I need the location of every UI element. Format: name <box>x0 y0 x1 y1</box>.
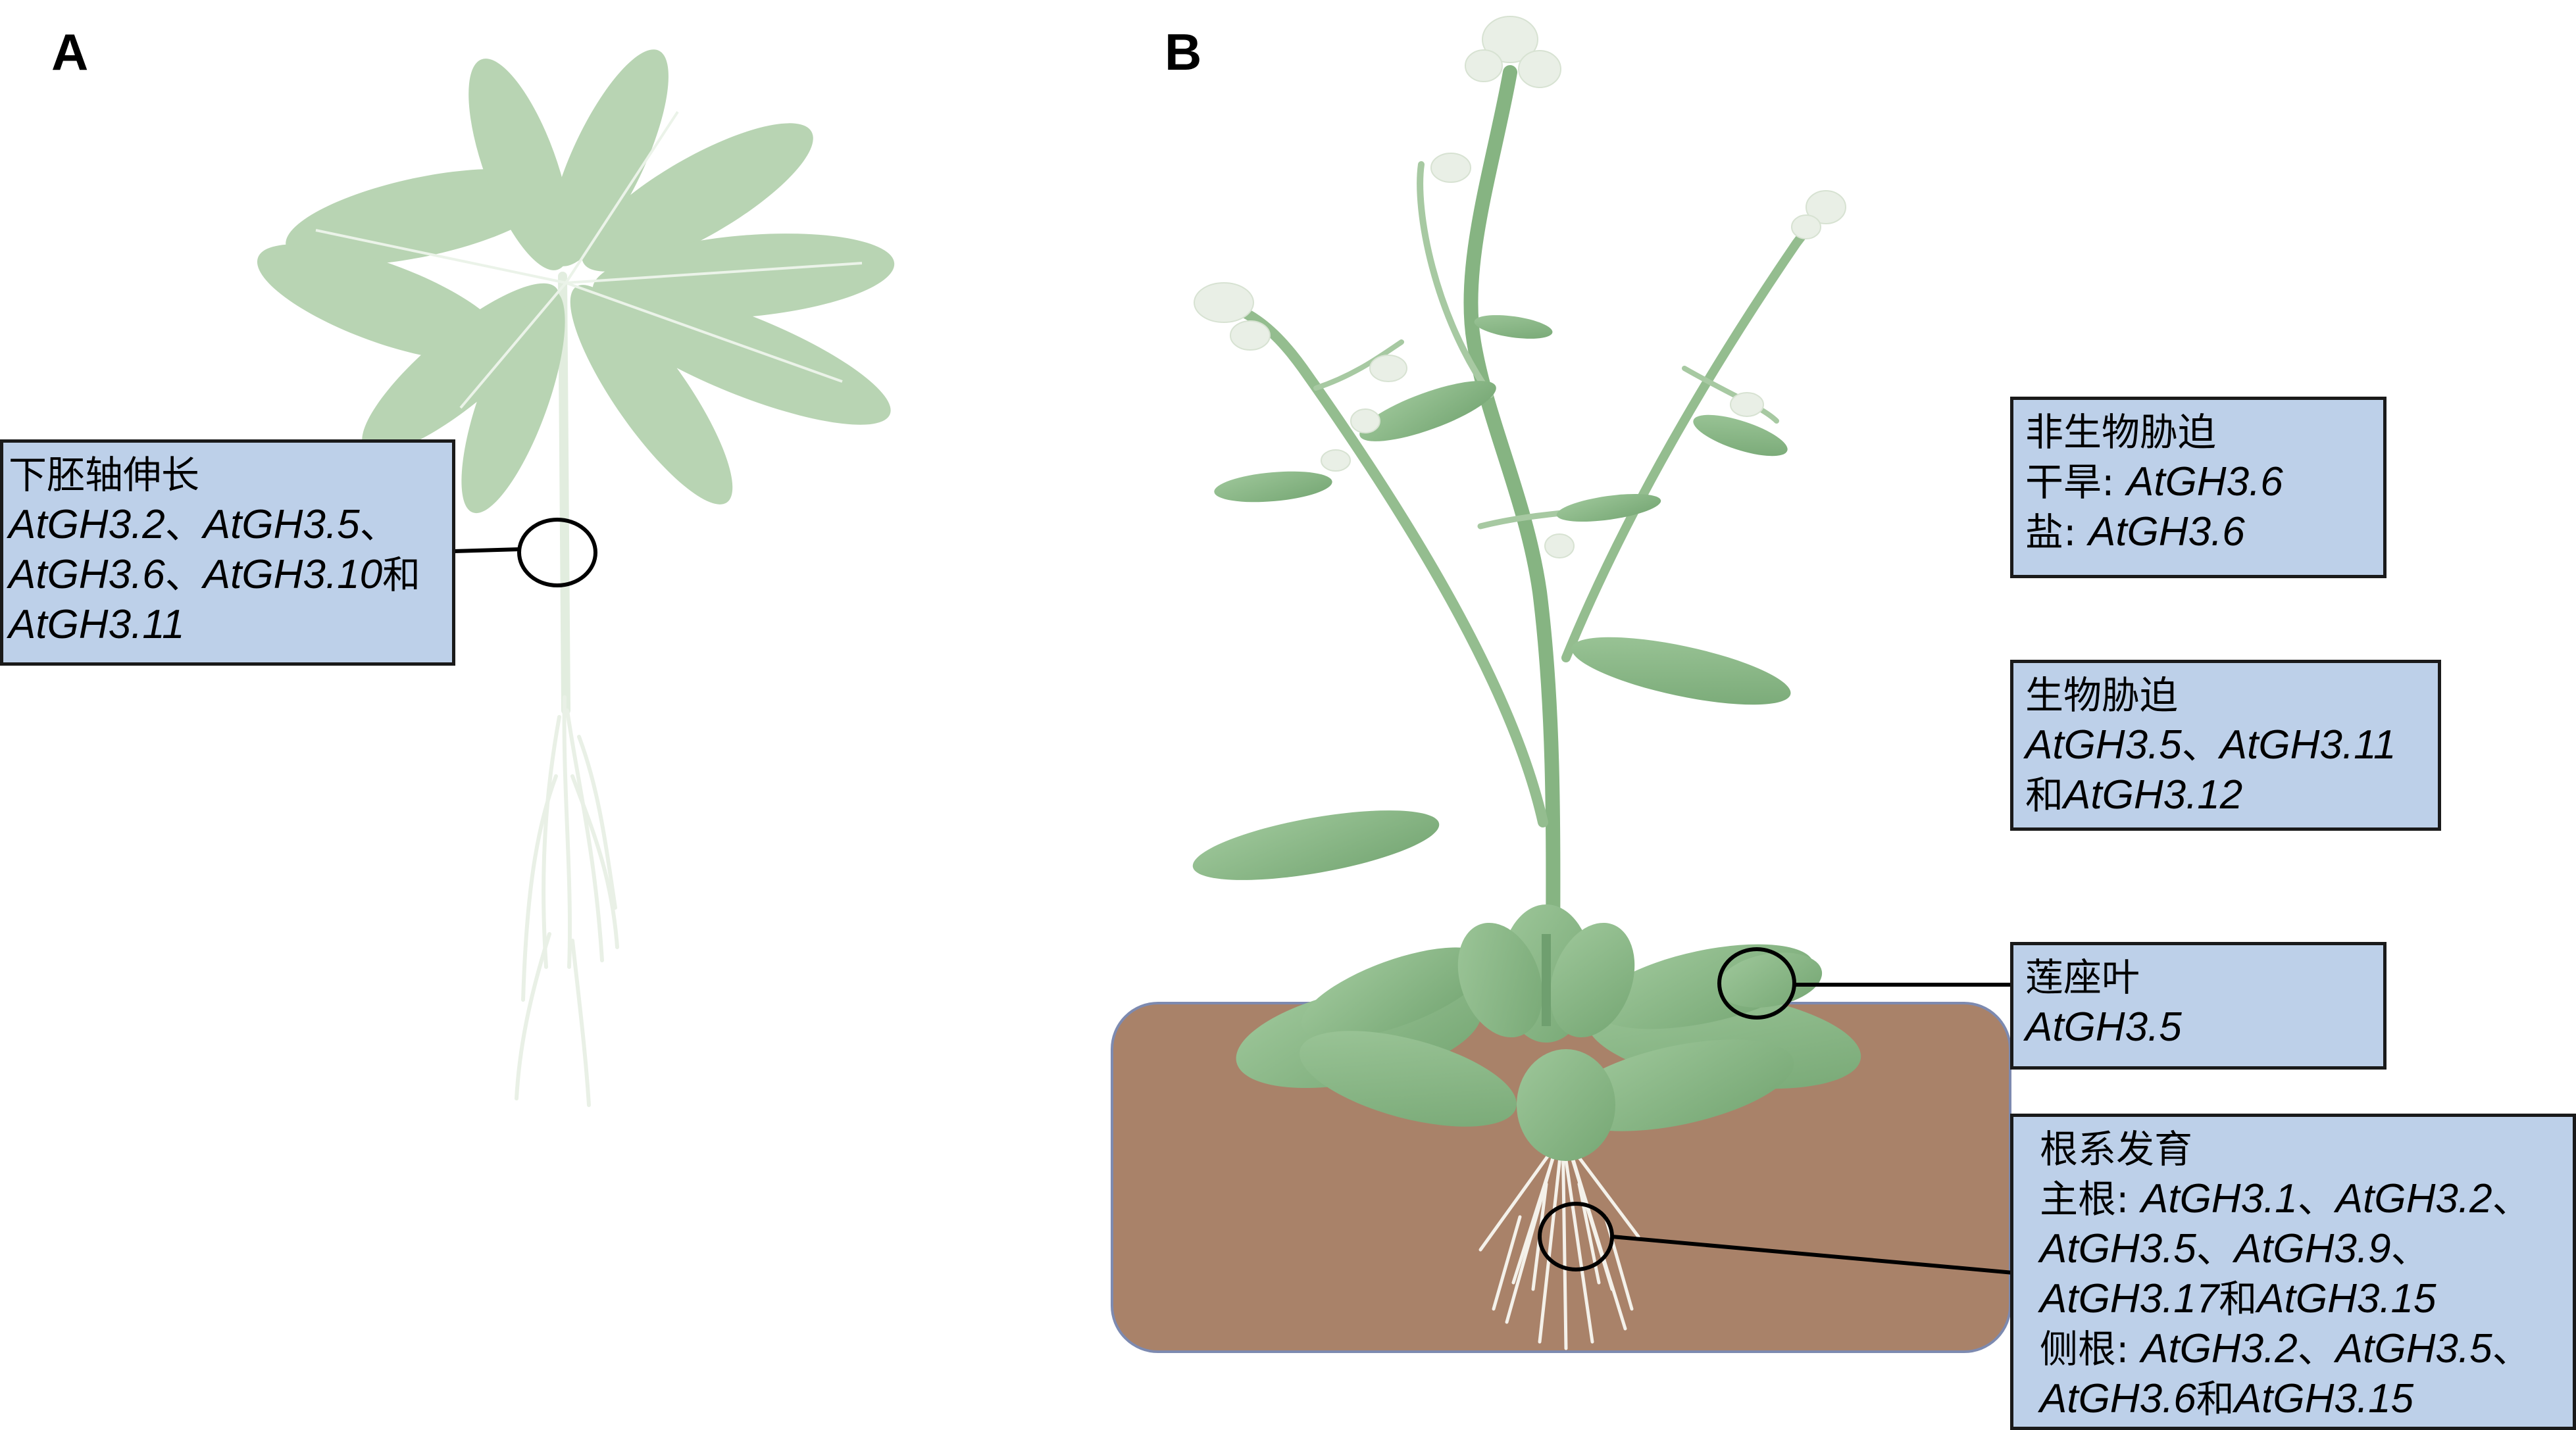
hypocotyl-box-title: 下胚轴伸长 <box>9 453 200 497</box>
text-segment: 和 <box>2025 773 2064 818</box>
hypocotyl-marker-circle <box>517 518 597 587</box>
gene-name: AtGH3.5 <box>2335 1326 2492 1371</box>
root-box-title: 根系发育 <box>2040 1127 2193 1171</box>
gene-name: AtGH3.11 <box>2219 722 2396 768</box>
gene-name: AtGH3.5 <box>203 502 360 547</box>
gene-name: AtGH3.6 <box>2088 509 2245 555</box>
text-segment: 、 <box>359 503 398 547</box>
gene-list-line: AtGH3.5、AtGH3.11 <box>2025 720 2426 770</box>
text-segment: 、 <box>2297 1177 2336 1221</box>
text-segment: 主根: <box>2040 1177 2141 1221</box>
text-segment: 侧根: <box>2040 1327 2141 1371</box>
text-segment: 和 <box>382 553 421 597</box>
gene-name: AtGH3.1 <box>2140 1176 2298 1221</box>
text-segment: 、 <box>2492 1177 2531 1221</box>
rosette-box-title: 莲座叶 <box>2025 955 2140 1000</box>
hypocotyl-connector-line <box>453 547 520 553</box>
text-segment: 、 <box>2297 1327 2336 1371</box>
text-segment: 和 <box>2219 1277 2258 1321</box>
gene-name: AtGH3.15 <box>2234 1376 2414 1421</box>
gene-name: AtGH3.11 <box>9 602 185 647</box>
gene-list-line: AtGH3.6、AtGH3.10和 <box>9 550 440 600</box>
text-segment: 盐: <box>2025 510 2088 555</box>
gene-list-line: AtGH3.17和AtGH3.15 <box>2040 1274 2561 1324</box>
gene-list-line: 主根: AtGH3.1、AtGH3.2、 <box>2040 1174 2561 1224</box>
gene-name: AtGH3.6 <box>2040 1376 2196 1421</box>
gene-list-line: AtGH3.5 <box>2025 1002 2371 1052</box>
gene-list-line: AtGH3.11 <box>9 600 440 650</box>
gene-list-line: 干旱: AtGH3.6 <box>2025 457 2371 507</box>
rosette-leaf-box: 莲座叶 AtGH3.5 <box>2010 942 2387 1070</box>
gene-name: AtGH3.5 <box>2040 1226 2196 1271</box>
gene-name: AtGH3.5 <box>2025 722 2182 768</box>
abiotic-box-title: 非生物胁迫 <box>2025 410 2217 455</box>
mature-plant-b <box>1192 16 1861 1350</box>
gene-name: AtGH3.5 <box>2025 1004 2182 1050</box>
gene-list-line: AtGH3.5、AtGH3.9、 <box>2040 1224 2561 1274</box>
gene-name: AtGH3.2 <box>2140 1326 2298 1371</box>
text-segment: 和 <box>2196 1377 2235 1421</box>
root-connector-line <box>1611 1235 2014 1275</box>
gene-name: AtGH3.17 <box>2040 1276 2219 1321</box>
gene-list-line: AtGH3.6和AtGH3.15 <box>2040 1374 2561 1424</box>
text-segment: 、 <box>2181 723 2220 768</box>
gene-name: AtGH3.2 <box>9 502 165 547</box>
text-segment: 、 <box>164 503 203 547</box>
text-segment: 干旱: <box>2025 460 2127 505</box>
text-segment: 、 <box>164 553 203 597</box>
panel-label-b: B <box>1165 23 1202 81</box>
gene-list-line: 盐: AtGH3.6 <box>2025 507 2371 557</box>
root-development-box: 根系发育 主根: AtGH3.1、AtGH3.2、AtGH3.5、AtGH3.9… <box>2010 1114 2576 1430</box>
gene-name: AtGH3.10 <box>203 552 383 597</box>
panel-label-a: A <box>51 23 89 81</box>
gene-name: AtGH3.6 <box>2126 459 2283 505</box>
text-segment: 、 <box>2196 1227 2235 1271</box>
text-segment: 、 <box>2492 1327 2531 1371</box>
text-segment: 、 <box>2390 1227 2429 1271</box>
gene-list-line: 侧根: AtGH3.2、AtGH3.5、 <box>2040 1324 2561 1374</box>
gene-name: AtGH3.15 <box>2257 1276 2437 1321</box>
biotic-box-title: 生物胁迫 <box>2025 673 2179 718</box>
gene-list-line: 和AtGH3.12 <box>2025 770 2426 820</box>
gene-name: AtGH3.9 <box>2234 1226 2391 1271</box>
gene-name: AtGH3.6 <box>9 552 165 597</box>
gene-name: AtGH3.2 <box>2335 1176 2492 1221</box>
gene-name: AtGH3.12 <box>2063 772 2243 818</box>
gene-list-line: AtGH3.2、AtGH3.5、 <box>9 500 440 550</box>
seedling-plant-a <box>257 49 895 1107</box>
